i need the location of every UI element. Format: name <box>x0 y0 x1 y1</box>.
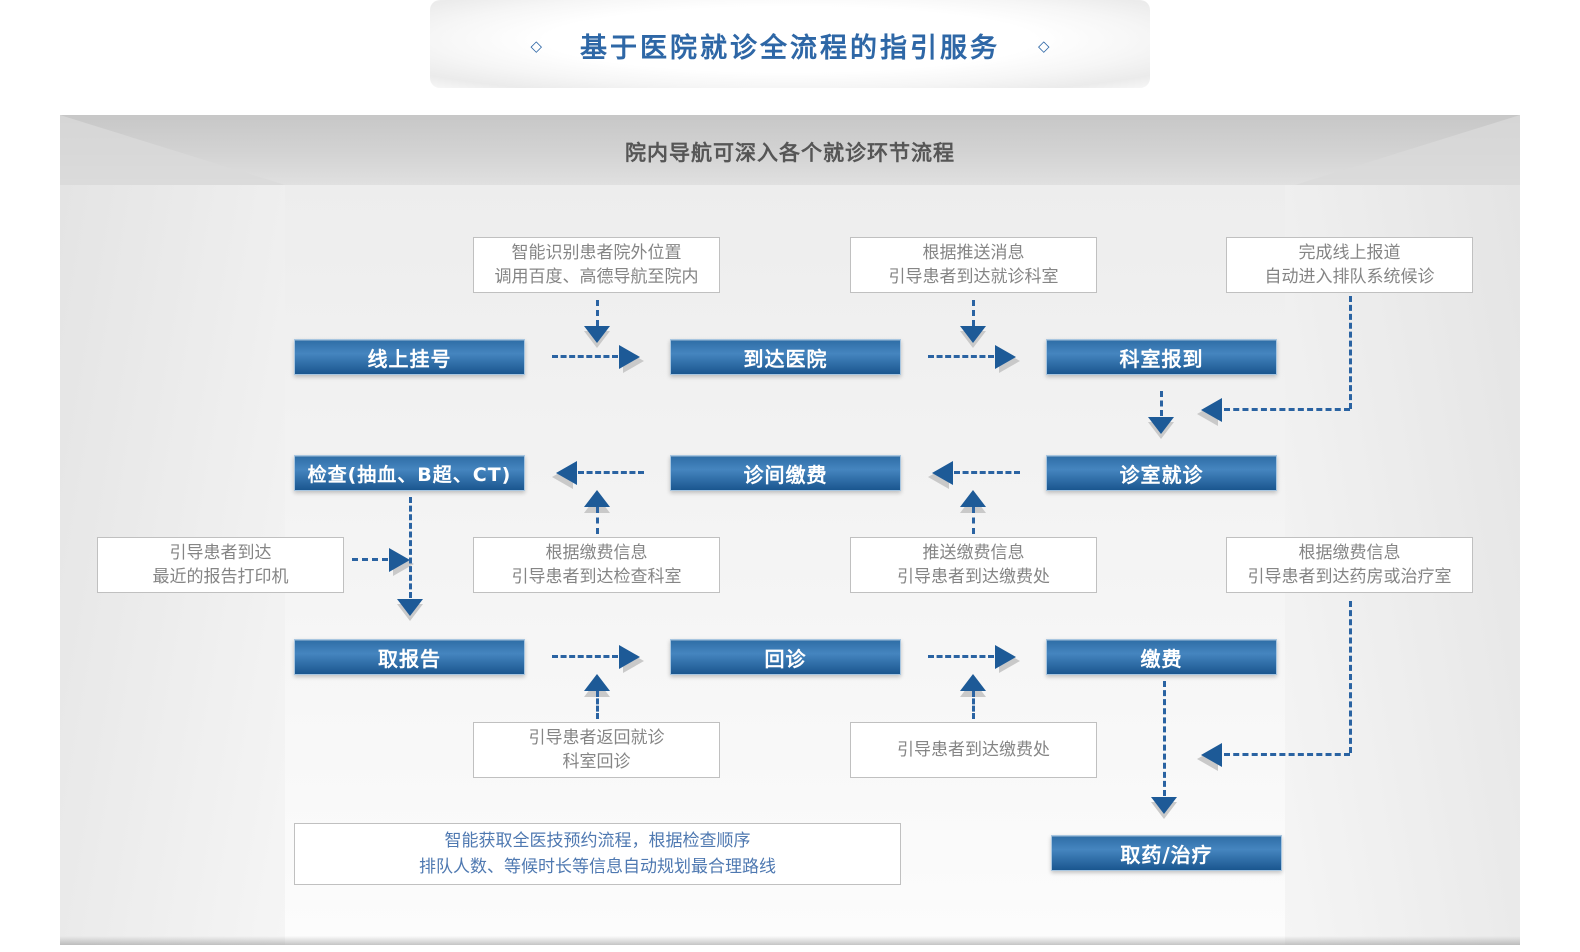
step-label: 诊间缴费 <box>743 462 828 487</box>
diamond-icon: ◇ <box>530 36 542 55</box>
step-label: 回诊 <box>764 646 807 671</box>
note-payment-to-exam: 根据缴费信息 引导患者到达检查科室 <box>473 537 720 593</box>
note-line: 最近的报告打印机 <box>152 567 289 587</box>
flow-arrow-dash <box>352 558 388 561</box>
step-label: 取药/治疗 <box>1120 842 1213 867</box>
flow-arrow-dash <box>1160 391 1163 416</box>
diamond-icon: ◇ <box>1038 36 1050 55</box>
step-arrive-hospital: 到达医院 <box>670 339 901 375</box>
note-line: 排队人数、等候时长等信息自动规划最合理路线 <box>419 857 776 877</box>
note-smart-route: 智能获取全医技预约流程，根据检查顺序 排队人数、等候时长等信息自动规划最合理路线 <box>294 823 901 885</box>
note-outside-location: 智能识别患者院外位置 调用百度、高德导航至院内 <box>473 237 720 293</box>
flow-arrow-dash <box>552 355 618 358</box>
room-subtitle: 院内导航可深入各个就诊环节流程 <box>625 141 955 165</box>
flow-arrow-dash <box>409 497 412 598</box>
step-label: 缴费 <box>1140 646 1183 671</box>
flow-arrow-dash <box>972 691 975 719</box>
note-report-printer: 引导患者到达 最近的报告打印机 <box>97 537 344 593</box>
note-online-report: 完成线上报道 自动进入排队系统候诊 <box>1226 237 1473 293</box>
note-line: 根据缴费信息 <box>1298 543 1401 563</box>
step-pay: 缴费 <box>1046 639 1277 675</box>
note-line: 引导患者到达检查科室 <box>511 567 682 587</box>
page-title-row: ◇ 基于医院就诊全流程的指引服务 ◇ <box>0 26 1580 65</box>
note-line: 引导患者到达缴费处 <box>897 567 1050 587</box>
flow-arrow-dash <box>1349 601 1352 753</box>
step-label: 科室报到 <box>1119 346 1204 371</box>
note-line: 智能识别患者院外位置 <box>511 243 682 263</box>
flow-arrow-dash <box>578 471 644 474</box>
note-push-message: 根据推送消息 引导患者到达就诊科室 <box>850 237 1097 293</box>
flow-arrow-dash <box>1163 681 1166 796</box>
flow-arrow-dash <box>596 691 599 719</box>
flow-arrow-dash <box>552 655 618 658</box>
step-interclinic-pay: 诊间缴费 <box>670 455 901 491</box>
flow-arrow-dash <box>928 655 994 658</box>
note-line: 调用百度、高德导航至院内 <box>494 267 699 287</box>
note-line: 根据缴费信息 <box>545 543 648 563</box>
note-push-payment: 推送缴费信息 引导患者到达缴费处 <box>850 537 1097 593</box>
room-top-wall: 院内导航可深入各个就诊环节流程 <box>60 115 1520 185</box>
step-clinic-visit: 诊室就诊 <box>1046 455 1277 491</box>
step-return-visit: 回诊 <box>670 639 901 675</box>
step-label: 线上挂号 <box>367 346 452 371</box>
room-floor <box>285 185 1285 945</box>
flow-arrow-dash <box>596 300 599 326</box>
note-line: 智能获取全医技预约流程，根据检查顺序 <box>444 831 751 851</box>
flow-arrow-dash <box>928 355 994 358</box>
step-label: 检查(抽血、B超、CT) <box>307 463 512 486</box>
note-line: 完成线上报道 <box>1298 243 1401 263</box>
note-line: 科室回诊 <box>562 752 631 772</box>
step-online-register: 线上挂号 <box>294 339 525 375</box>
note-line: 引导患者到达药房或治疗室 <box>1247 567 1452 587</box>
flow-arrow-dash <box>972 300 975 326</box>
title-banner-background <box>430 0 1150 88</box>
flow-arrow-dash <box>954 471 1020 474</box>
page-title: 基于医院就诊全流程的指引服务 <box>580 33 1000 64</box>
flow-arrow-dash <box>972 507 975 534</box>
note-line: 根据推送消息 <box>922 243 1025 263</box>
flow-arrow-dash <box>1224 408 1350 411</box>
note-line: 推送缴费信息 <box>922 543 1025 563</box>
note-payment-to-pharmacy: 根据缴费信息 引导患者到达药房或治疗室 <box>1226 537 1473 593</box>
note-line: 自动进入排队系统候诊 <box>1264 267 1435 287</box>
flow-arrow-dash <box>596 507 599 534</box>
step-dept-checkin: 科室报到 <box>1046 339 1277 375</box>
room-bottom-edge <box>60 936 1520 945</box>
step-label: 取报告 <box>378 646 441 671</box>
flow-arrow-dash <box>1224 753 1350 756</box>
step-label: 到达医院 <box>743 346 828 371</box>
note-return-to-dept: 引导患者返回就诊 科室回诊 <box>473 722 720 778</box>
note-line: 引导患者返回就诊 <box>528 728 665 748</box>
note-line: 引导患者到达缴费处 <box>897 740 1050 760</box>
step-exam: 检查(抽血、B超、CT) <box>294 455 525 491</box>
flow-arrow-dash <box>1349 296 1352 409</box>
room-backdrop: 院内导航可深入各个就诊环节流程 <box>60 115 1520 945</box>
step-label: 诊室就诊 <box>1119 462 1204 487</box>
note-line: 引导患者到达 <box>169 543 272 563</box>
note-line: 引导患者到达就诊科室 <box>888 267 1059 287</box>
step-get-report: 取报告 <box>294 639 525 675</box>
note-guide-to-cashier: 引导患者到达缴费处 <box>850 722 1097 778</box>
step-medicine-treatment: 取药/治疗 <box>1051 835 1282 871</box>
